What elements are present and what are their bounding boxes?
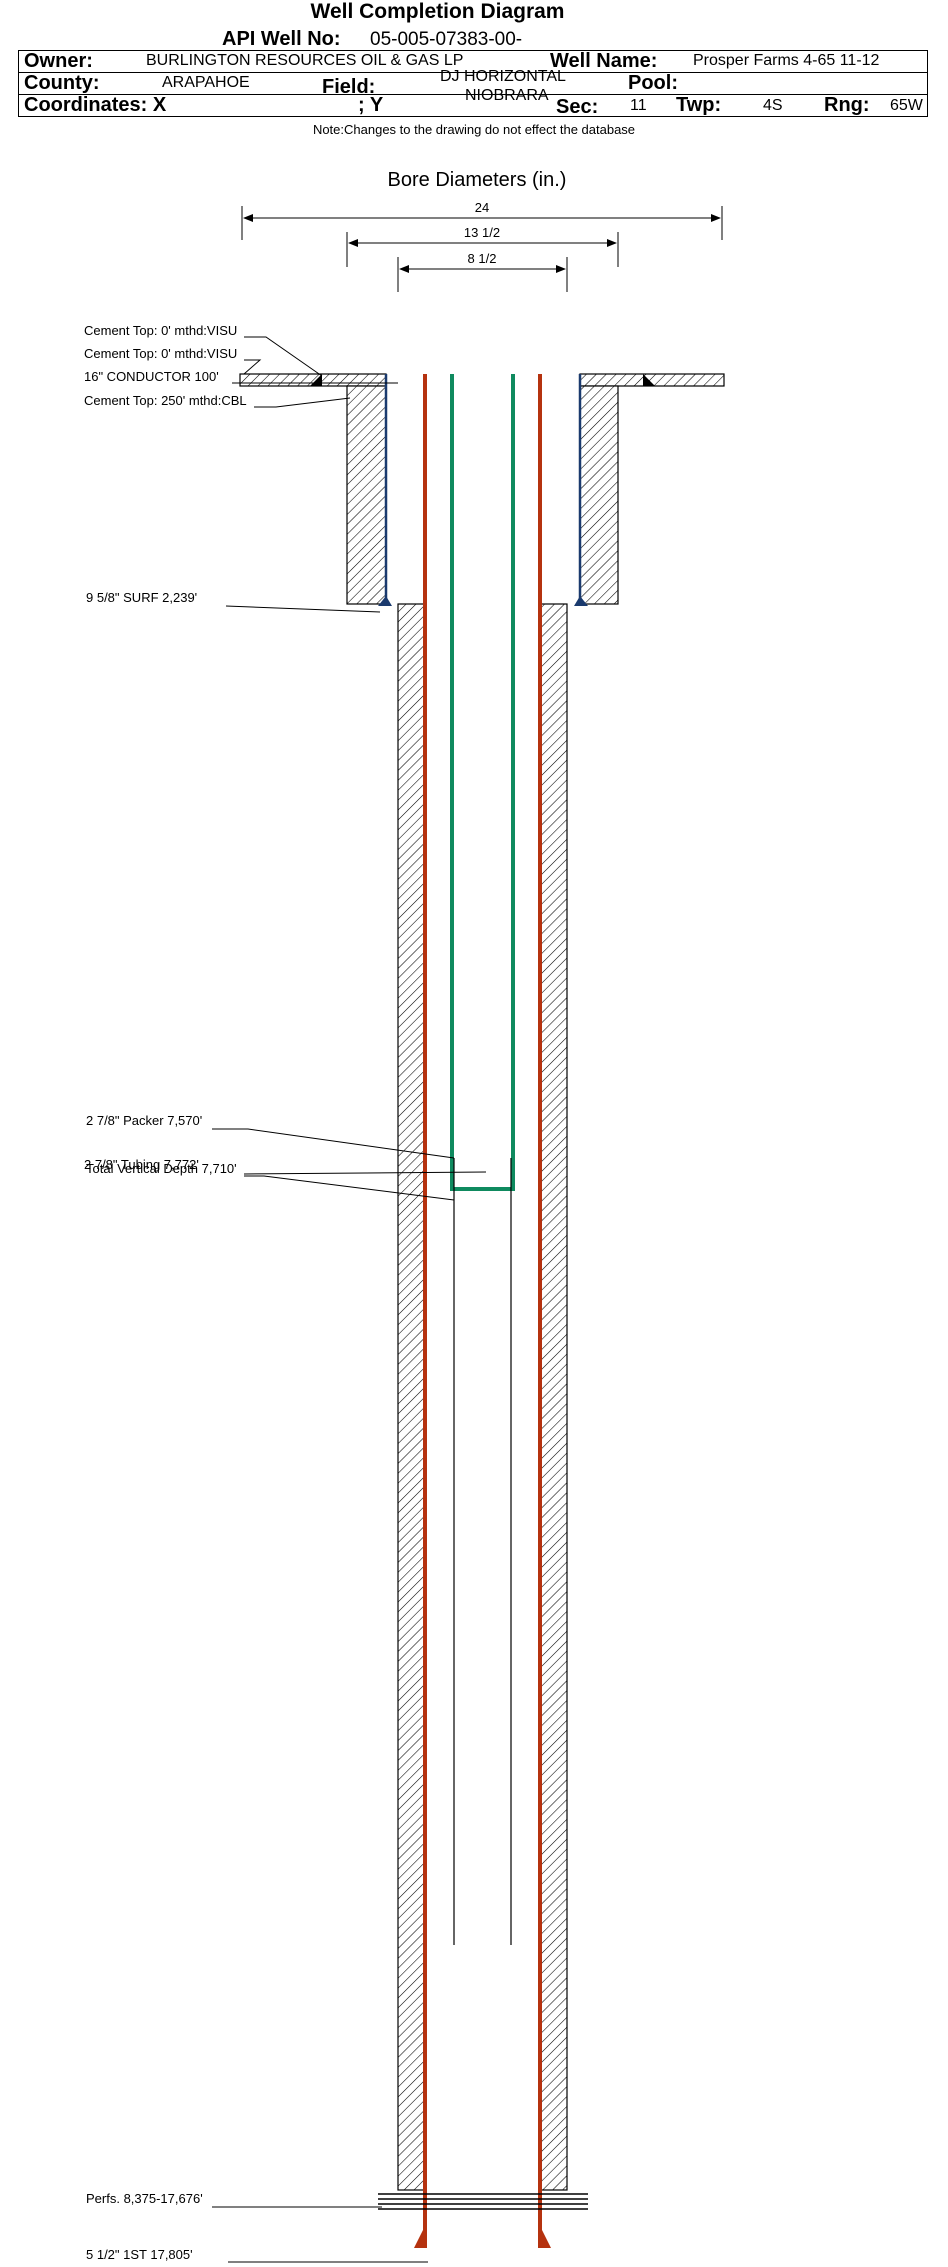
perforations xyxy=(378,2193,588,2210)
coordinates-row xyxy=(18,94,928,117)
api-value: 05-005-07383-00- xyxy=(370,29,523,50)
annotation-surface-casing: 9 5/8" SURF 2,239' xyxy=(86,590,197,605)
field-value-line1: DJ HORIZONTAL xyxy=(440,68,566,85)
annotation-cement-top-2: Cement Top: 0' mthd:VISU xyxy=(84,346,237,361)
annotation-perfs: Perfs. 8,375-17,676' xyxy=(86,2191,203,2206)
field-value-line2: NIOBRARA xyxy=(465,87,549,104)
county-value: ARAPAHOE xyxy=(162,74,250,91)
sec-label: Sec: xyxy=(556,96,599,118)
bore-dimension-13-1-2: 13 1/2 xyxy=(346,225,619,267)
coordinates-label: Coordinates: X xyxy=(24,94,167,116)
rng-value: 65W xyxy=(890,97,923,114)
note-text: Note:Changes to the drawing do not effec… xyxy=(312,122,636,137)
field-label: Field: xyxy=(322,76,376,98)
twp-value: 4S xyxy=(763,97,783,114)
annotation-conductor: 16" CONDUCTOR 100' xyxy=(84,369,219,384)
owner-row xyxy=(18,50,928,73)
bore-title: Bore Diameters (in.) xyxy=(388,169,567,191)
twp-label: Twp: xyxy=(676,94,722,116)
well-name-label: Well Name: xyxy=(550,50,658,72)
surface-casing xyxy=(378,374,588,606)
annotation-tvd: Total Vertical Depth 7,710' xyxy=(86,1161,237,1176)
rng-label: Rng: xyxy=(824,94,870,116)
api-label: API Well No: xyxy=(222,28,341,50)
owner-value: BURLINGTON RESOURCES OIL & GAS LP xyxy=(146,52,464,69)
bore-diameter-label-13-1-2: 13 1/2 xyxy=(464,225,500,240)
bore-dimension-24: 24 xyxy=(241,200,723,240)
annotation-tubing: 2 7/8" Tubing 7,772' xyxy=(84,1157,199,1172)
conductor-cement xyxy=(239,373,725,387)
county-label: County: xyxy=(24,72,100,94)
annotations: Cement Top: 0' mthd:VISU Cement Top: 0' … xyxy=(84,323,487,2263)
coordinates-y-label: ; Y xyxy=(358,94,384,116)
well-name-value: Prosper Farms 4-65 11-12 xyxy=(693,52,880,69)
production-cement xyxy=(397,603,568,2191)
pool-label: Pool: xyxy=(628,72,678,94)
surface-cement xyxy=(346,385,619,605)
production-casing xyxy=(414,374,551,2248)
tubing-string xyxy=(450,374,515,1191)
county-row xyxy=(18,72,928,95)
annotation-packer: 2 7/8" Packer 7,570' xyxy=(86,1113,202,1128)
diagram-title: Well Completion Diagram xyxy=(310,0,565,23)
bore-diameter-label-24: 24 xyxy=(475,200,489,215)
annotation-cement-top-3: Cement Top: 250' mthd:CBL xyxy=(84,393,247,408)
bore-diameter-label-8-1-2: 8 1/2 xyxy=(468,251,497,266)
annotation-cement-top-1: Cement Top: 0' mthd:VISU xyxy=(84,323,237,338)
annotation-production-casing: 5 1/2" 1ST 17,805' xyxy=(86,2247,193,2262)
packer-tailpipe xyxy=(453,1158,512,1945)
owner-label: Owner: xyxy=(24,50,93,72)
sec-value: 11 xyxy=(630,97,647,114)
bore-dimension-8-1-2: 8 1/2 xyxy=(397,251,568,292)
